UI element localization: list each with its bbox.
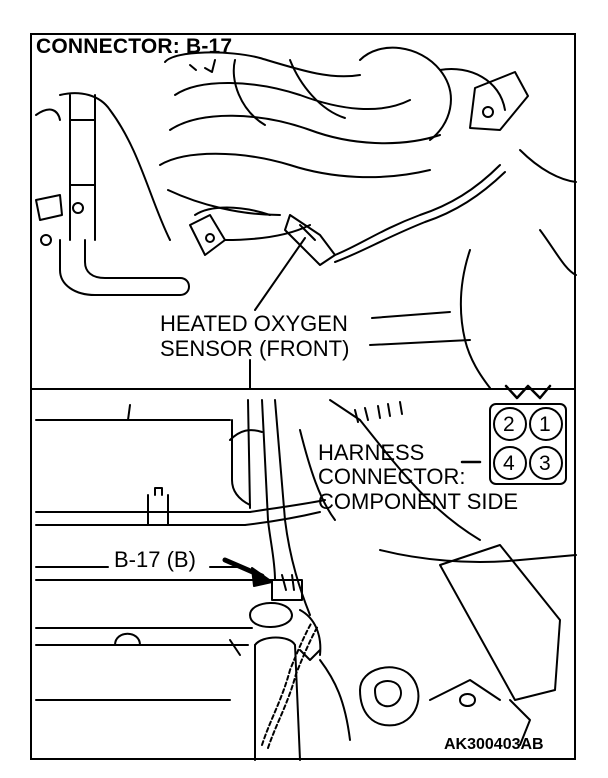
connector-title: CONNECTOR: B-17 [36,35,233,58]
sensor-label-line1: HEATED OXYGEN [160,311,348,336]
harness-label-line2: CONNECTOR: [318,464,466,489]
callout-label: B-17 (B) [114,547,196,572]
harness-label-line1: HARNESS [318,440,425,465]
panel-divider [30,388,576,390]
figure-code: AK300403AB [444,736,544,753]
connector-pin-3: 3 [539,452,551,475]
harness-label-line3: COMPONENT SIDE [318,489,519,514]
connector-pin-2: 2 [503,413,515,436]
connector-pin-4: 4 [503,452,515,475]
diagram-frame [30,33,576,760]
sensor-label-line2: SENSOR (FRONT) [160,336,350,361]
connector-pin-1: 1 [539,413,551,436]
